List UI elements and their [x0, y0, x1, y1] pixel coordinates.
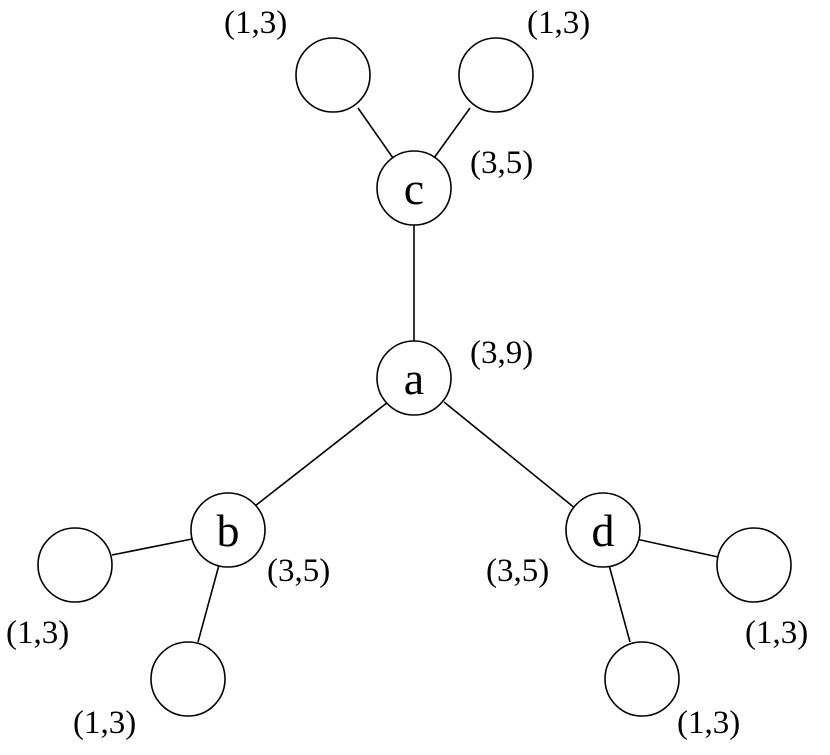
node-d: d: [565, 492, 641, 568]
node-c-label: (3,5): [470, 145, 533, 181]
leaf-b-left-label: (1,3): [6, 615, 69, 651]
leaf-c-left-label: (1,3): [224, 5, 287, 41]
leaf-d-right-label: (1,3): [745, 615, 808, 651]
node-b-letter: b: [217, 505, 240, 556]
edge-a-b: [254, 401, 389, 507]
node-c: c: [376, 150, 452, 226]
leaf-d-down: [604, 641, 680, 717]
node-b: b: [190, 492, 266, 568]
edges: [111, 107, 719, 643]
leaf-b-left: [37, 527, 113, 603]
leaf-c-right-label: (1,3): [527, 5, 590, 41]
edge-d-leaf-right: [635, 538, 719, 558]
node-a: a: [376, 340, 452, 416]
node-b-label: (3,5): [267, 553, 330, 589]
edge-b-leaf-left: [111, 538, 193, 556]
edge-d-leaf-down: [608, 564, 631, 643]
leaf-c-right: [458, 37, 534, 113]
leaf-c-left: [295, 37, 371, 113]
node-c-letter: c: [404, 163, 424, 214]
edge-b-leaf-down: [197, 564, 220, 643]
edge-c-leaf-left: [357, 107, 394, 159]
leaf-b-down: [150, 641, 226, 717]
node-d-letter: d: [592, 505, 615, 556]
edge-a-d: [443, 401, 577, 510]
leaf-d-right: [716, 527, 792, 603]
node-a-label: (3,9): [470, 335, 533, 371]
node-a-letter: a: [404, 353, 424, 404]
node-d-label: (3,5): [486, 553, 549, 589]
leaf-b-down-label: (1,3): [73, 705, 136, 741]
edge-c-leaf-right: [433, 107, 471, 159]
leaf-d-down-label: (1,3): [677, 705, 740, 741]
